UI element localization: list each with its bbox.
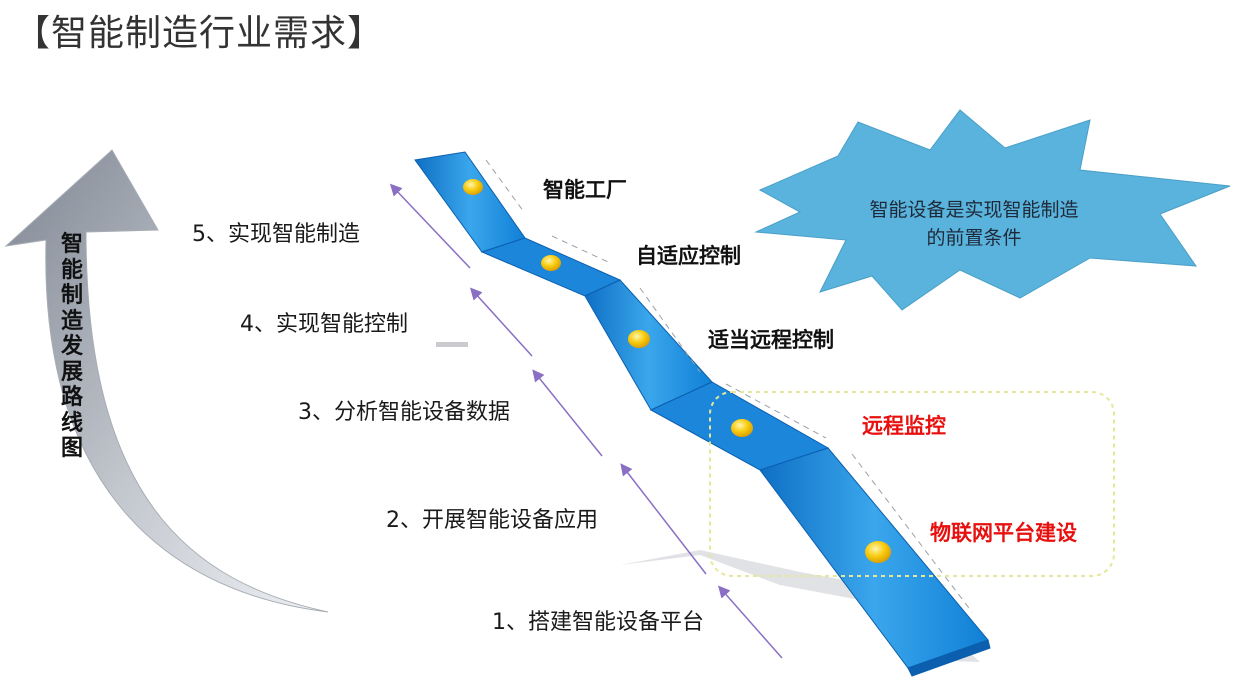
step-5: 5、实现智能制造 xyxy=(192,222,360,247)
step-4: 4、实现智能控制 xyxy=(240,312,408,337)
stage-iot-platform: 物联网平台建设 xyxy=(930,521,1077,545)
step-arrows xyxy=(389,183,783,659)
step-3: 3、分析智能设备数据 xyxy=(298,400,510,425)
stage-smart-factory: 智能工厂 xyxy=(543,178,627,202)
stage-dot xyxy=(463,179,483,195)
stage-dot xyxy=(865,541,891,563)
roadmap-label: 智能制造发展路线图 xyxy=(60,232,83,461)
step-2: 2、开展智能设备应用 xyxy=(386,508,598,533)
divider xyxy=(436,342,468,347)
highlight-box xyxy=(709,391,1115,577)
stage-markers xyxy=(463,179,891,563)
stage-adaptive-control: 自适应控制 xyxy=(636,244,741,268)
ribbon-guides xyxy=(485,159,973,613)
stage-remote-monitoring: 远程监控 xyxy=(862,414,946,438)
roadmap-arrow xyxy=(4,149,329,613)
stage-remote-control: 适当远程控制 xyxy=(708,328,834,352)
stage-dot xyxy=(541,255,561,271)
page-title: 【智能制造行业需求】 xyxy=(14,13,385,54)
step-1: 1、搭建智能设备平台 xyxy=(492,610,704,635)
starburst xyxy=(754,109,1231,311)
stage-dot xyxy=(628,330,650,348)
stage-dot xyxy=(731,419,753,437)
starburst-text: 智能设备是实现智能制造的前置条件 xyxy=(869,199,1079,249)
